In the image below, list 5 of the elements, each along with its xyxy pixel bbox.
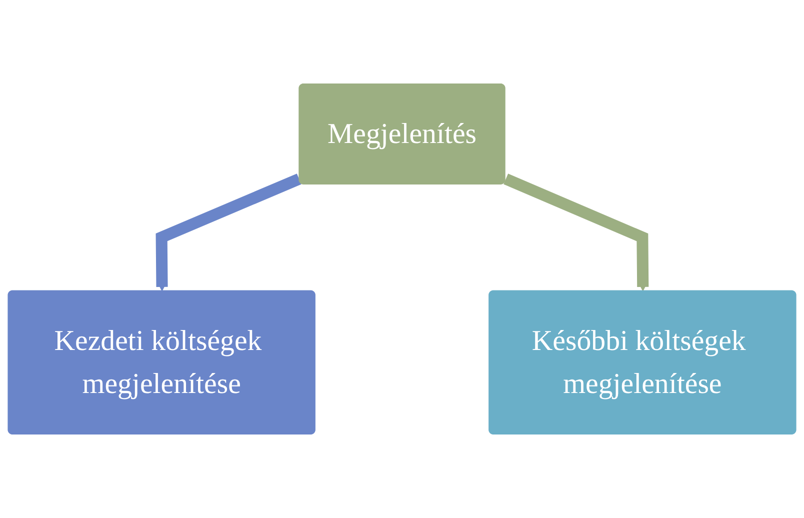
- arrow: [156, 174, 302, 292]
- node-box: Megjelenítés: [298, 83, 506, 184]
- arrow: [504, 174, 649, 292]
- node-box: Későbbi költségek megjelenítése: [488, 290, 796, 435]
- node-box: Kezdeti költségek megjelenítése: [8, 290, 316, 435]
